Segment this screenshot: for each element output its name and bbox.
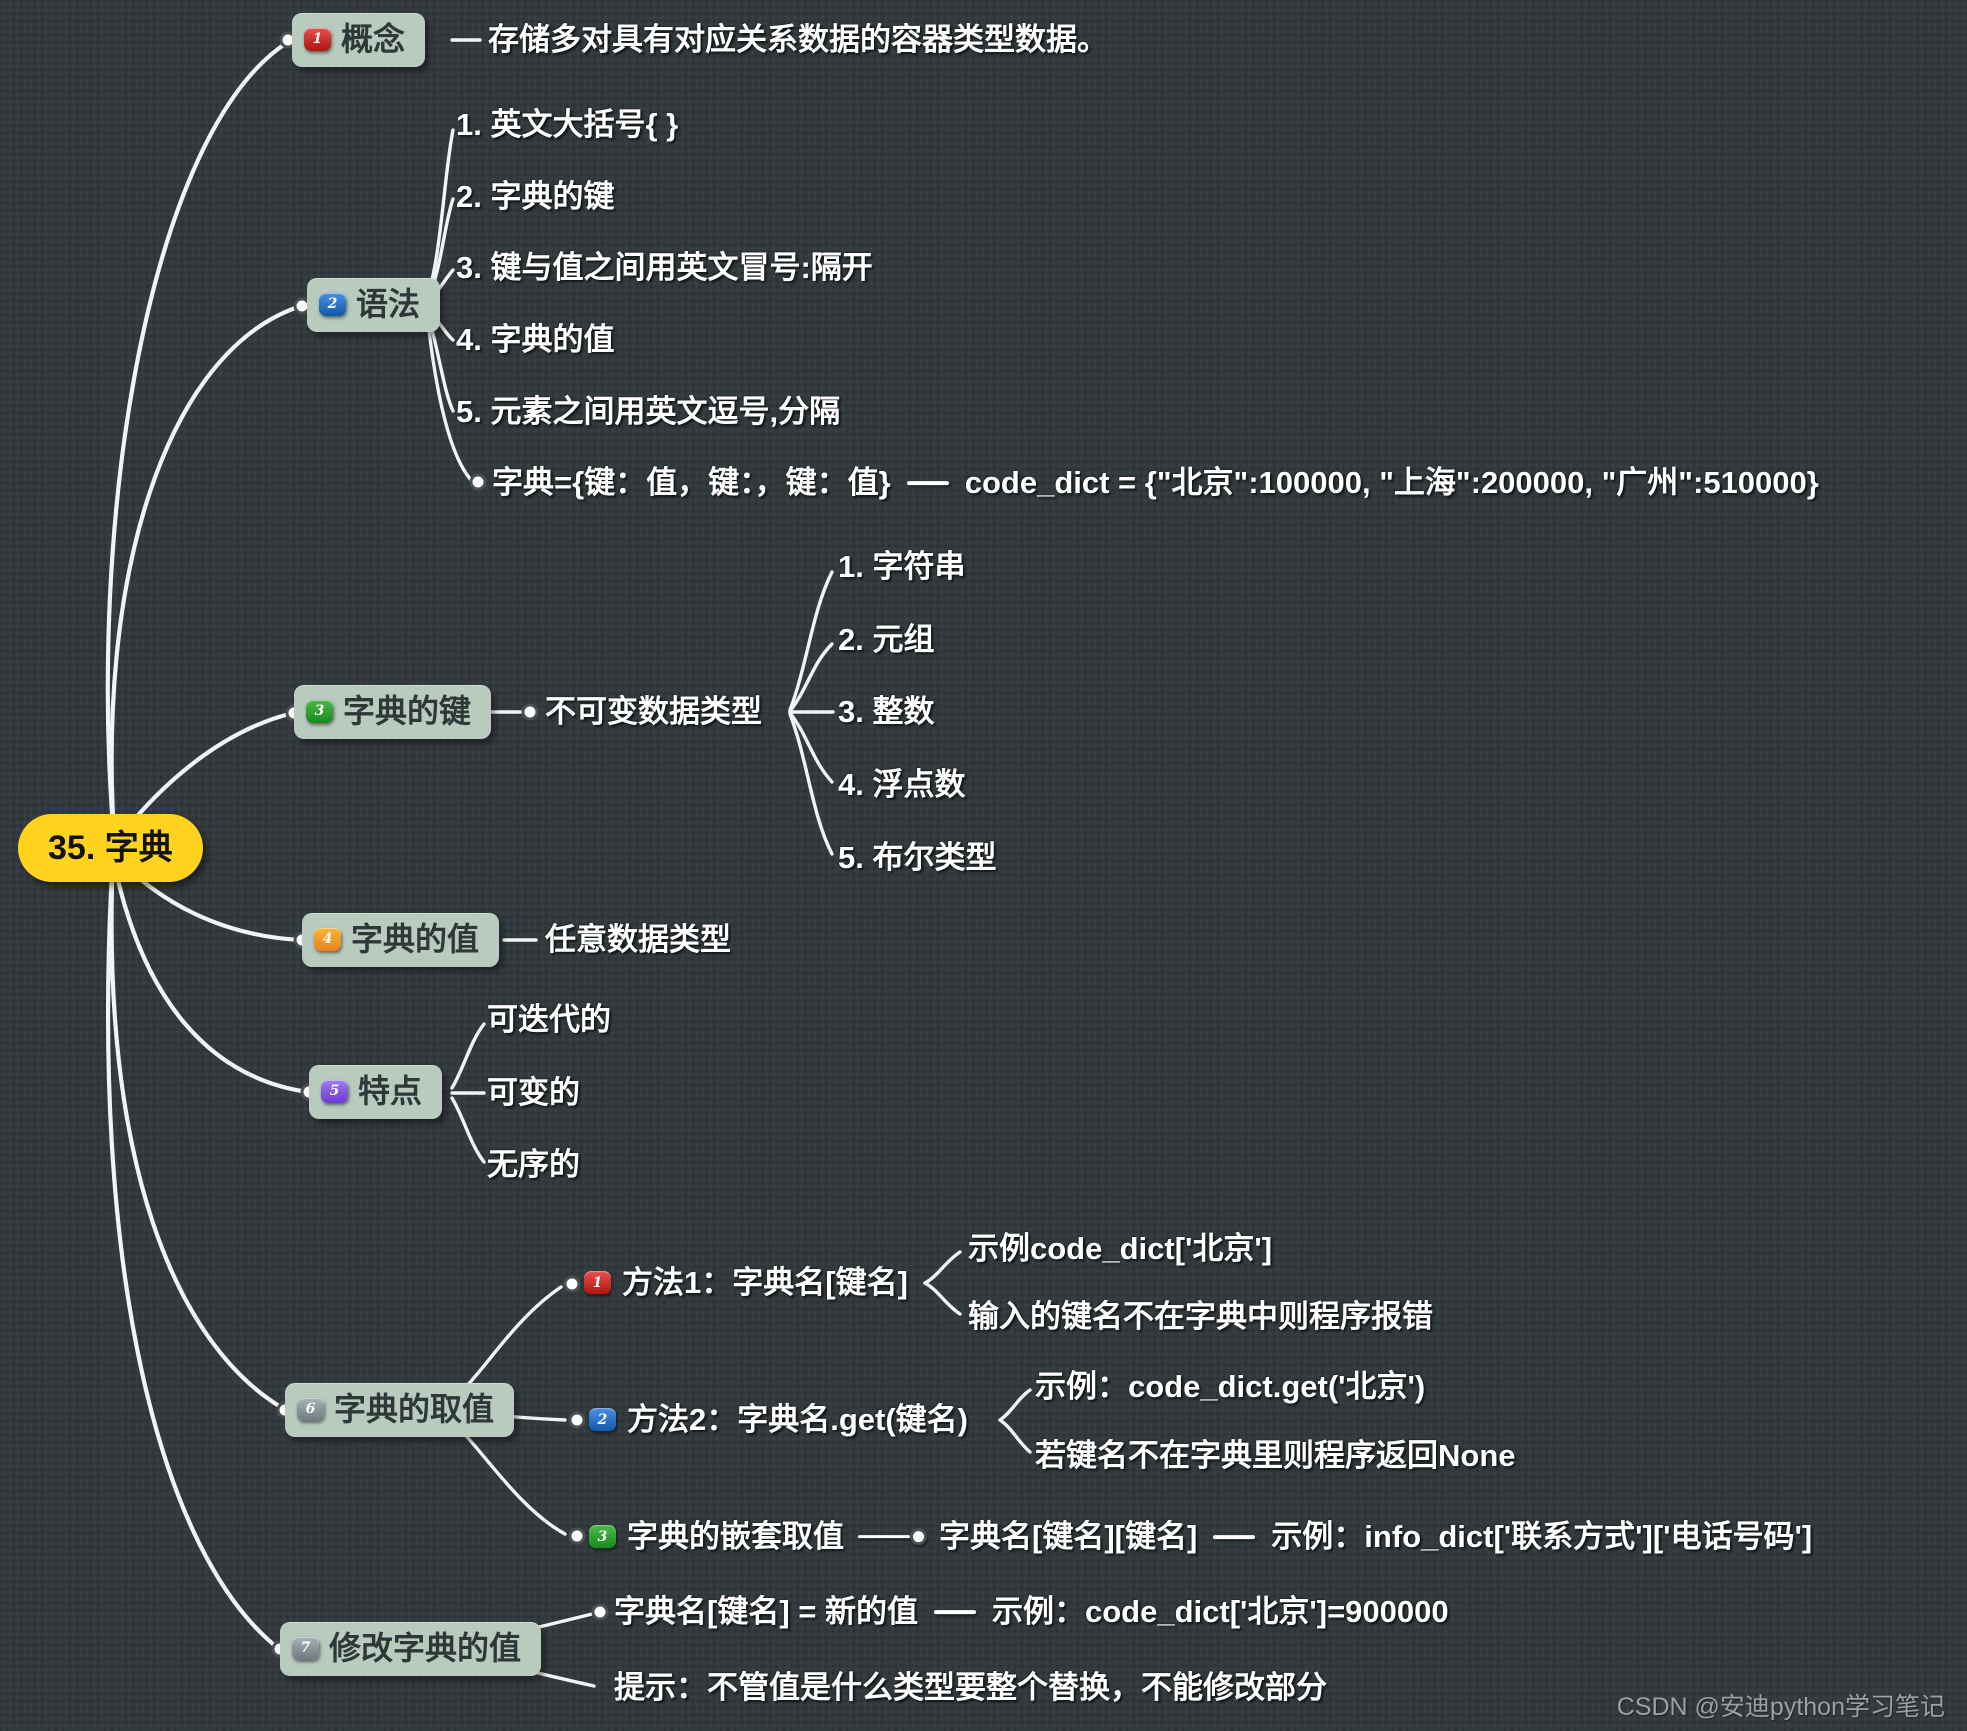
dash-connector bbox=[906, 480, 949, 485]
syntax-item-4-text: 4. 字典的值 bbox=[456, 322, 615, 358]
modify-note[interactable]: 提示：不管值是什么类型要整个替换，不能修改部分 bbox=[614, 1670, 1327, 1706]
keys-child-text: 不可变数据类型 bbox=[545, 694, 762, 730]
syntax-item-5[interactable]: 5. 元素之间用英文逗号,分隔 bbox=[456, 394, 840, 430]
branch-node-values[interactable]: 4 字典的值 bbox=[302, 913, 500, 967]
modify-syntax-text: 字典名[键名] = 新的值 bbox=[614, 1594, 918, 1630]
access-label: 字典的取值 bbox=[334, 1391, 495, 1427]
syntax-badge: 2 bbox=[319, 292, 346, 316]
features-fan bbox=[450, 1022, 486, 1164]
syntax-item-5-text: 5. 元素之间用英文逗号,分隔 bbox=[456, 394, 841, 430]
modify-badge: 7 bbox=[292, 1636, 319, 1660]
access-method-1[interactable]: 1 方法1：字典名[键名] bbox=[584, 1265, 908, 1301]
branch-node-features[interactable]: 5 特点 bbox=[309, 1065, 443, 1119]
syntax-item-1[interactable]: 1. 英文大括号{ } bbox=[456, 107, 678, 143]
concept-badge: 1 bbox=[304, 27, 331, 51]
concept-desc[interactable]: 存储多对具有对应关系数据的容器类型数据。 bbox=[488, 22, 1108, 58]
keys-label: 字典的键 bbox=[343, 693, 472, 729]
key-type-2-text: 2. 元组 bbox=[838, 622, 935, 658]
method-2-label: 方法2：字典名.get(键名) bbox=[627, 1402, 968, 1438]
features-label: 特点 bbox=[358, 1073, 423, 1109]
method-1-label: 方法1：字典名[键名] bbox=[622, 1265, 908, 1301]
method-1-badge: 1 bbox=[584, 1271, 611, 1295]
syntax-item-2-text: 2. 字典的键 bbox=[456, 179, 615, 215]
syntax-pattern-row[interactable]: 字典={键：值，键：，键：值} code_dict = {"北京":100000… bbox=[492, 465, 1819, 501]
method-1-example-text: 示例code_dict['北京'] bbox=[968, 1231, 1273, 1267]
syntax-label: 语法 bbox=[356, 286, 421, 322]
dash-connector bbox=[1213, 1534, 1256, 1539]
modify-note-text: 提示：不管值是什么类型要整个替换，不能修改部分 bbox=[614, 1670, 1327, 1706]
keys-child[interactable]: 不可变数据类型 bbox=[545, 694, 762, 730]
values-child[interactable]: 任意数据类型 bbox=[545, 922, 731, 958]
keys-badge: 3 bbox=[306, 699, 333, 723]
key-type-3-text: 3. 整数 bbox=[838, 694, 935, 730]
key-type-1[interactable]: 1. 字符串 bbox=[838, 549, 965, 585]
method-1-note-text: 输入的键名不在字典中则程序报错 bbox=[968, 1299, 1433, 1335]
key-type-1-text: 1. 字符串 bbox=[838, 549, 966, 585]
feature-item-1-text: 可迭代的 bbox=[487, 1002, 611, 1038]
key-type-5[interactable]: 5. 布尔类型 bbox=[838, 840, 996, 876]
values-badge: 4 bbox=[314, 927, 341, 951]
key-type-4-text: 4. 浮点数 bbox=[838, 767, 966, 803]
syntax-example-text: code_dict = {"北京":100000, "上海":200000, "… bbox=[964, 465, 1819, 501]
method-1-example[interactable]: 示例code_dict['北京'] bbox=[968, 1231, 1272, 1267]
branch-node-concept[interactable]: 1 概念 bbox=[292, 13, 426, 67]
feature-item-1[interactable]: 可迭代的 bbox=[487, 1002, 611, 1038]
branch-node-syntax[interactable]: 2 语法 bbox=[307, 278, 441, 332]
method-2-badge: 2 bbox=[589, 1408, 616, 1432]
key-type-5-text: 5. 布尔类型 bbox=[838, 840, 997, 876]
syntax-pattern-text: 字典={键：值，键：，键：值} bbox=[492, 465, 891, 501]
feature-item-2-text: 可变的 bbox=[487, 1075, 580, 1111]
features-badge: 5 bbox=[321, 1079, 348, 1103]
modify-label: 修改字典的值 bbox=[329, 1630, 522, 1666]
dash-connector bbox=[933, 1609, 976, 1614]
key-type-4[interactable]: 4. 浮点数 bbox=[838, 767, 965, 803]
key-type-2[interactable]: 2. 元组 bbox=[838, 622, 934, 658]
syntax-item-2[interactable]: 2. 字典的键 bbox=[456, 179, 614, 215]
key-type-3[interactable]: 3. 整数 bbox=[838, 694, 934, 730]
syntax-item-4[interactable]: 4. 字典的值 bbox=[456, 322, 614, 358]
feature-item-3[interactable]: 无序的 bbox=[487, 1147, 580, 1183]
syntax-item-3[interactable]: 3. 键与值之间用英文冒号:隔开 bbox=[456, 250, 873, 286]
concept-label: 概念 bbox=[341, 21, 406, 57]
access-badge: 6 bbox=[297, 1397, 324, 1421]
access-nested-row[interactable]: 3 字典的嵌套取值 字典名[键名][键名] 示例：info_dict['联系方式… bbox=[589, 1519, 1812, 1555]
modify-syntax-row[interactable]: 字典名[键名] = 新的值 示例：code_dict['北京']=900000 bbox=[614, 1594, 1449, 1630]
access-method-2[interactable]: 2 方法2：字典名.get(键名) bbox=[589, 1402, 968, 1438]
branch-node-modify[interactable]: 7 修改字典的值 bbox=[280, 1622, 542, 1676]
nested-label: 字典的嵌套取值 bbox=[627, 1519, 844, 1555]
nested-syntax-text: 字典名[键名][键名] bbox=[939, 1519, 1198, 1555]
feature-item-3-text: 无序的 bbox=[487, 1147, 580, 1183]
concept-desc-text: 存储多对具有对应关系数据的容器类型数据。 bbox=[488, 22, 1108, 58]
method-1-note[interactable]: 输入的键名不在字典中则程序报错 bbox=[968, 1299, 1433, 1335]
watermark: CSDN @安迪python学习笔记 bbox=[1616, 1693, 1945, 1721]
dot-connector bbox=[910, 1528, 927, 1546]
method-2-example-text: 示例：code_dict.get('北京') bbox=[1035, 1369, 1426, 1405]
method-2-note[interactable]: 若键名不在字典里则程序返回None bbox=[1035, 1438, 1516, 1474]
nested-badge: 3 bbox=[589, 1525, 616, 1549]
modify-example-text: 示例：code_dict['北京']=900000 bbox=[991, 1594, 1449, 1630]
method-2-note-text: 若键名不在字典里则程序返回None bbox=[1035, 1438, 1516, 1474]
method-2-example[interactable]: 示例：code_dict.get('北京') bbox=[1035, 1369, 1425, 1405]
values-label: 字典的值 bbox=[351, 921, 480, 957]
line-connector bbox=[858, 1535, 910, 1539]
branch-node-keys[interactable]: 3 字典的键 bbox=[294, 685, 492, 739]
syntax-item-1-text: 1. 英文大括号{ } bbox=[456, 107, 679, 143]
values-child-text: 任意数据类型 bbox=[545, 922, 731, 958]
nested-example-text: 示例：info_dict['联系方式']['电话号码'] bbox=[1271, 1519, 1813, 1555]
feature-item-2[interactable]: 可变的 bbox=[487, 1075, 580, 1111]
root-node[interactable]: 35. 字典 bbox=[18, 814, 203, 882]
syntax-item-3-text: 3. 键与值之间用英文冒号:隔开 bbox=[456, 250, 873, 286]
branch-node-access[interactable]: 6 字典的取值 bbox=[285, 1383, 515, 1437]
keys-fan bbox=[462, 570, 835, 856]
root-node-label: 35. 字典 bbox=[48, 829, 173, 867]
